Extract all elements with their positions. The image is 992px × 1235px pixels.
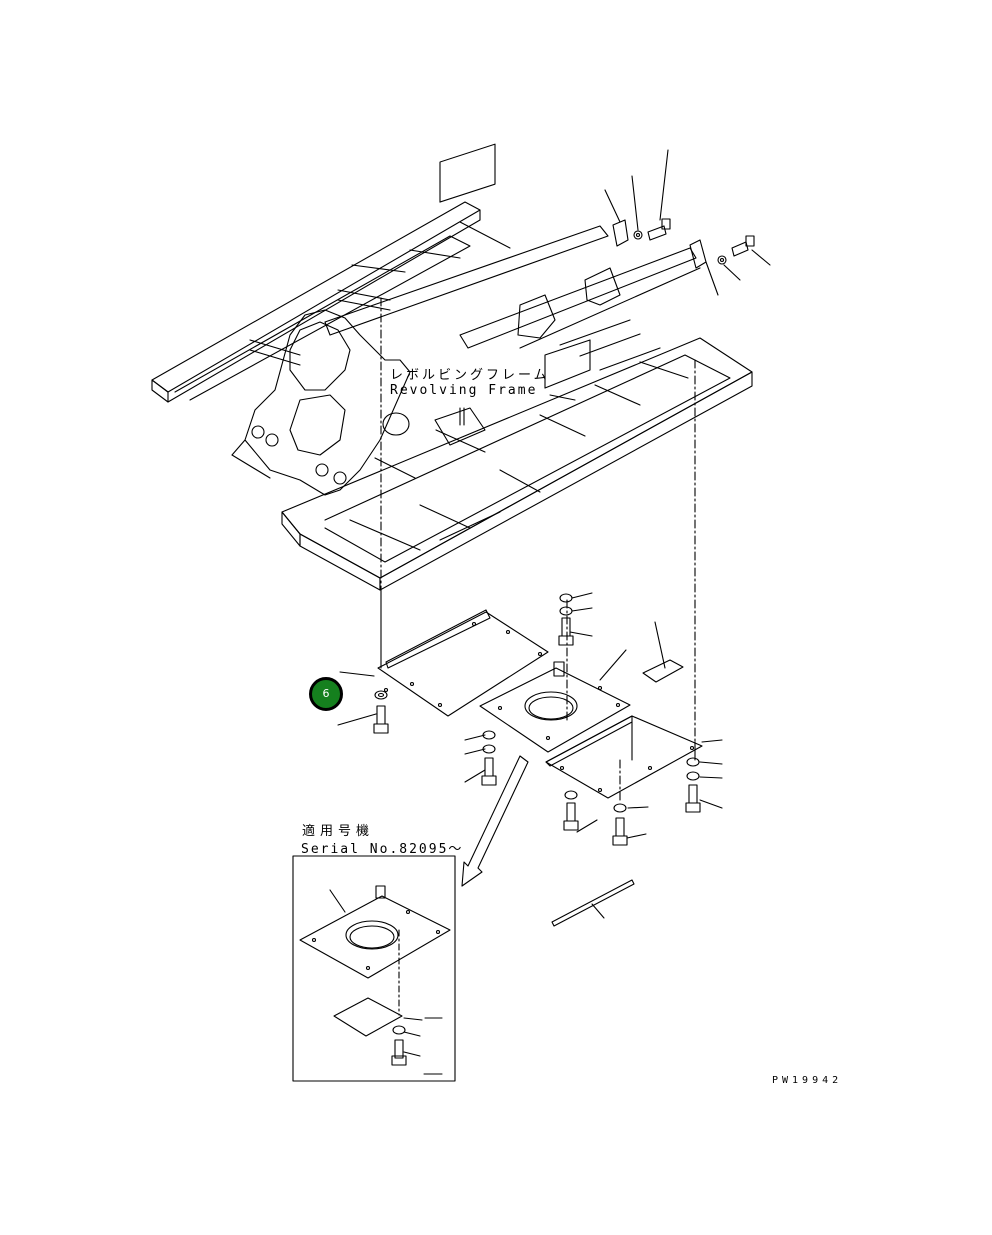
frame-label-jp: レボルビングフレーム bbox=[390, 368, 550, 383]
assembly-solid-lines bbox=[380, 589, 696, 761]
cover-plate-left bbox=[377, 609, 549, 717]
leader-lines-parts bbox=[337, 592, 723, 839]
frame-label-en: Revolving Frame bbox=[390, 383, 538, 398]
fasteners bbox=[373, 593, 701, 846]
label-plate bbox=[642, 659, 684, 683]
cover-plate-center bbox=[479, 661, 631, 753]
applicability-label-jp: 適用号機 bbox=[302, 824, 375, 839]
inset-detail-box bbox=[292, 855, 456, 1082]
gasket-strip bbox=[551, 879, 635, 927]
bracket-hardware bbox=[612, 218, 755, 269]
leader-lines-top bbox=[604, 149, 771, 296]
part-callout-6-label: 6 bbox=[322, 687, 330, 700]
part-callout-6[interactable]: 6 bbox=[309, 677, 343, 711]
detail-arrow bbox=[461, 755, 529, 887]
applicability-label-en: Serial No.82095～ bbox=[301, 842, 464, 857]
drawing-number: PW19942 bbox=[772, 1075, 843, 1086]
cover-plate-right bbox=[545, 715, 703, 799]
